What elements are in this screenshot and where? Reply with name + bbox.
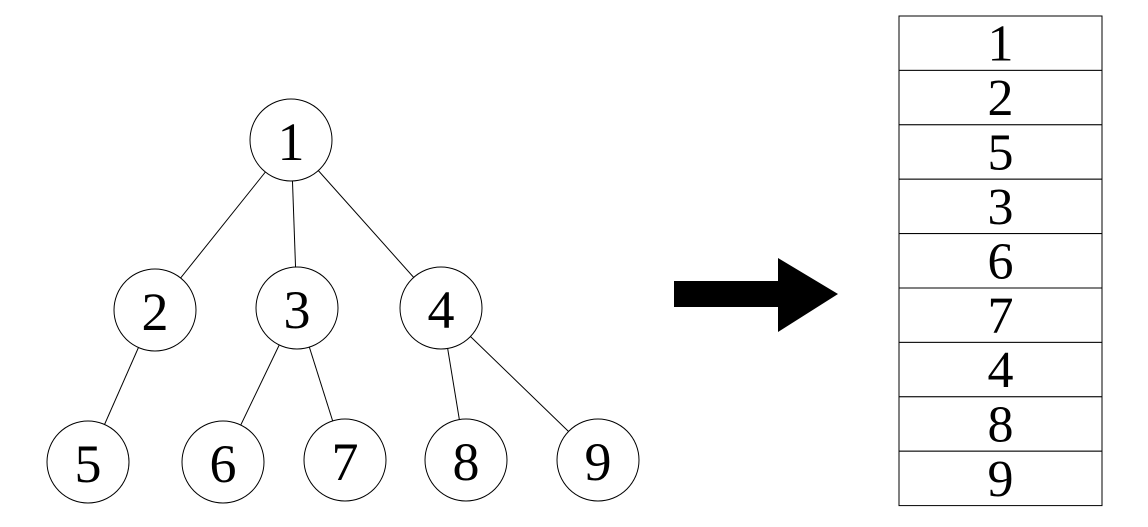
sequence-cell-box bbox=[898, 450, 1103, 507]
node-circle bbox=[303, 418, 387, 502]
tree-node-9: 9 bbox=[556, 418, 640, 502]
sequence-cell: 6 bbox=[898, 233, 1103, 290]
sequence-cell-label: 4 bbox=[988, 342, 1014, 399]
sequence-cell: 5 bbox=[898, 124, 1103, 182]
sequence-cell: 7 bbox=[898, 287, 1103, 345]
node-circle bbox=[424, 418, 508, 502]
node-label: 2 bbox=[142, 282, 169, 342]
node-circle bbox=[399, 266, 483, 350]
tree-node-8: 8 bbox=[424, 418, 508, 502]
tree-node-7: 7 bbox=[303, 418, 387, 502]
node-circle bbox=[556, 418, 640, 502]
sequence-cell-label: 2 bbox=[988, 70, 1014, 127]
node-label: 7 bbox=[332, 432, 359, 492]
sequence-cell: 3 bbox=[898, 178, 1103, 236]
node-circle bbox=[46, 420, 130, 504]
sequence-cell-label: 9 bbox=[988, 451, 1014, 508]
tree-node-6: 6 bbox=[181, 420, 265, 504]
node-label: 1 bbox=[278, 112, 305, 172]
sequence-cell-box bbox=[898, 69, 1103, 126]
node-label: 5 bbox=[75, 434, 102, 494]
node-label: 4 bbox=[428, 280, 455, 340]
sequence-cell-label: 8 bbox=[988, 397, 1014, 454]
node-circle bbox=[255, 266, 339, 350]
sequence-cell-box bbox=[898, 178, 1103, 235]
tree-node-1: 1 bbox=[249, 98, 333, 182]
sequence-cell: 9 bbox=[898, 450, 1103, 508]
tree-node-3: 3 bbox=[255, 266, 339, 350]
node-label: 9 bbox=[585, 432, 612, 492]
right-arrow-icon bbox=[674, 258, 838, 332]
sequence-cell-box bbox=[898, 15, 1103, 71]
node-circle bbox=[249, 98, 333, 182]
sequence-cell-label: 7 bbox=[988, 288, 1014, 345]
sequence-cell: 2 bbox=[898, 69, 1103, 127]
tree-nodes: 1 2 3 4 5 6 7 8 9 bbox=[46, 98, 640, 504]
tree-node-2: 2 bbox=[113, 268, 197, 352]
sequence-cell-label: 5 bbox=[988, 125, 1014, 182]
sequence-cell: 1 bbox=[898, 15, 1103, 73]
node-label: 8 bbox=[453, 432, 480, 492]
sequence-cell-label: 6 bbox=[988, 233, 1014, 290]
node-circle bbox=[113, 268, 197, 352]
sequence-cell-label: 3 bbox=[988, 179, 1014, 236]
sequence-cell-label: 1 bbox=[988, 16, 1014, 73]
sequence-cell-box bbox=[898, 396, 1103, 452]
sequence-cell-box bbox=[898, 287, 1103, 343]
sequence-cell-box bbox=[898, 233, 1103, 289]
node-label: 3 bbox=[284, 280, 311, 340]
sequence-cell-box bbox=[898, 124, 1103, 180]
sequence-cell: 4 bbox=[898, 341, 1103, 399]
node-circle bbox=[181, 420, 265, 504]
sequence-cell: 8 bbox=[898, 396, 1103, 454]
node-label: 6 bbox=[210, 434, 237, 494]
tree-node-4: 4 bbox=[399, 266, 483, 350]
tree-node-5: 5 bbox=[46, 420, 130, 504]
sequence-cell-box bbox=[898, 341, 1103, 398]
